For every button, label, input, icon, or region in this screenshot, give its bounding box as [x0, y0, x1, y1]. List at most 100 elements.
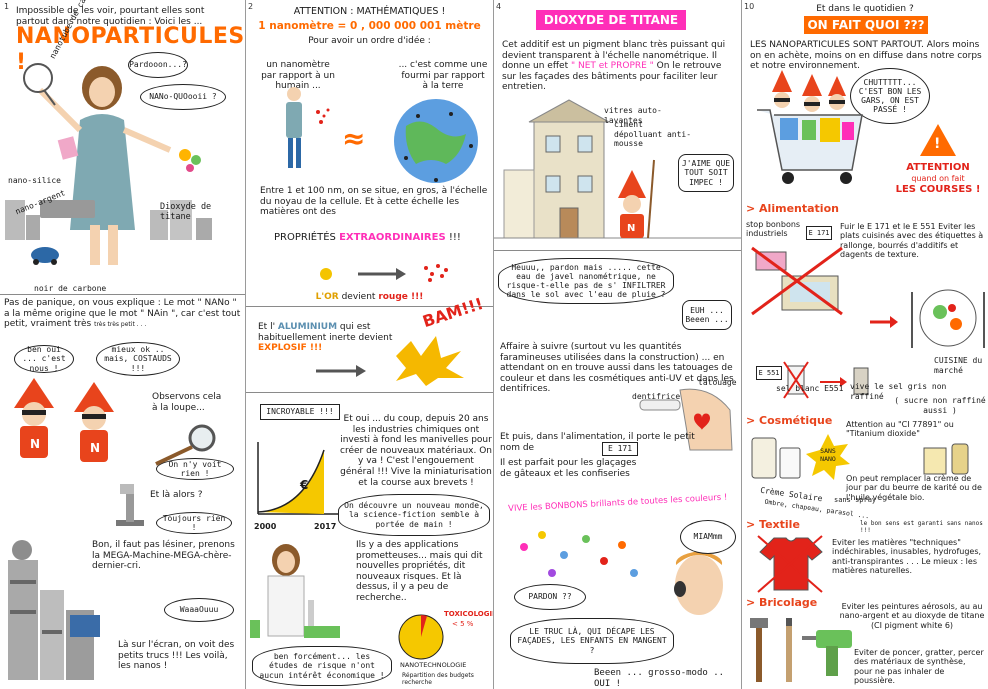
scale-illustration: [286, 87, 478, 183]
bricolage-text: Eviter les peintures aérosols, au au nan…: [839, 602, 985, 630]
incroyable-box: INCROYABLE !!!: [260, 404, 340, 420]
ordre-text: Pour avoir un ordre d'idée :: [308, 36, 431, 46]
label-carbone: noir de carbone: [34, 284, 107, 293]
speech-bubble: LE TRUC LÀ, QUI DÉCAPE LES FAÇADES, LES …: [510, 618, 674, 664]
page-title: NANOPARTICULES !: [16, 24, 245, 75]
gold-illustration: [320, 264, 448, 282]
label-tatouage: tatouage: [698, 378, 737, 387]
nanometre-definition: 1 nanomètre = 0 , 000 000 001 mètre: [258, 20, 481, 32]
pie-caption: Répartition des budgets recherche: [402, 672, 474, 687]
speech-bubble: CHUTTTTT... C'EST BON LES GARS, ON EST P…: [850, 68, 930, 124]
echelle-text: Entre 1 et 100 nm, on se situe, en gros,…: [260, 186, 488, 218]
processed-food-illustration: [751, 246, 843, 316]
svg-text:N: N: [627, 223, 635, 234]
page-4: 4 DIOXYDE DE TITANE Cet additif est un p…: [494, 0, 741, 689]
sans-nano-badge: SANS NANO: [820, 447, 836, 463]
speech-bubble: ben oui ... c'est nous !: [14, 345, 74, 373]
speech-bubble: mieux ok .. mais, COSTAUDS !!!: [96, 342, 180, 376]
warning-title: ATTENTION: [906, 162, 970, 173]
approx-symbol: ≈: [342, 122, 366, 155]
creme-text: On peut remplacer la crème de jour par d…: [846, 474, 982, 502]
stop-bonbons: stop bonbons industriels: [746, 220, 801, 239]
salt-illustration: [783, 361, 869, 399]
plate-illustration: [870, 289, 985, 348]
section-alimentation: > Alimentation: [746, 202, 839, 215]
sel-gris-label: vive le sel gris non raffiné: [850, 382, 947, 401]
speech-bubble: EUH ... Beeen ...: [682, 300, 732, 330]
speech-bubble: ben forcément... les études de risque n'…: [252, 646, 392, 686]
bonbons-slogan: VIVE les BONBONS brillants de toutes les…: [507, 492, 728, 515]
warning-courses: LES COURSES !: [895, 184, 981, 195]
pie-label-nano: NANOTECHNOLOGIE: [400, 661, 467, 669]
industrie-text: Et oui ... du coup, depuis 20 ans les in…: [340, 414, 492, 488]
page-divider: [741, 0, 742, 689]
cuisine-label: CUISINE du marché: [934, 356, 983, 375]
page-10: 10 Et dans le quotidien ? ON FAIT QUOI ?…: [742, 0, 988, 689]
poncer-text: Eviter de poncer, gratter, percer des ma…: [854, 648, 984, 686]
shopping-cart-illustration: [757, 70, 863, 184]
speech-bubble: NANo-QUOooii ?: [140, 84, 226, 110]
warning-mark: !: [934, 136, 941, 152]
or-text: L'OR devient rouge !!!: [315, 292, 424, 302]
parfait-text: Il est parfait pour les glaçages de gâte…: [500, 458, 637, 479]
page-2: 2 ATTENTION : MATHÉMATIQUES ! 1 nanomètr…: [246, 0, 493, 689]
compare-right: ... c'est comme une fourmi par rapport à…: [398, 60, 488, 92]
aluminium-text: Et l' ALUMINIUM qui est habituellement i…: [258, 322, 393, 354]
page-number: 4: [496, 2, 502, 11]
budget-pie-chart: [398, 614, 444, 660]
speech-bubble: WaaaOuuu: [164, 598, 234, 622]
textile-text: Eviter les matières "techniques" indéchi…: [832, 538, 982, 576]
beeen-text: Beeen ... grosso-modo .. OUI !: [594, 668, 725, 689]
titane-text: Cet additif est un pigment blanc très pu…: [502, 40, 726, 93]
label-vitres: vitres auto-lavantes: [604, 106, 662, 125]
euro-symbol: €: [300, 478, 309, 492]
cosmetics-illustration: [751, 434, 850, 480]
sans-spray: sans spray: [834, 496, 877, 504]
pie-label-percent: < 5 %: [452, 620, 474, 628]
page-1: 1 Impossible de les voir, pourtant elles…: [0, 0, 245, 689]
tshirt-illustration: [757, 535, 823, 593]
speech-bubble: On n'y voit rien !: [156, 458, 234, 480]
woman-illustration: [5, 63, 212, 265]
svg-text:N: N: [30, 437, 40, 451]
pie-label-toxico: TOXICOLOGIE: [444, 610, 493, 618]
loupe-text: Observons cela à la loupe...: [152, 392, 222, 413]
label-silice: nano-silice: [8, 176, 61, 185]
intro-text: LES NANOPARTICULES SONT PARTOUT. Alors m…: [750, 40, 982, 72]
intro-text: Impossible de les voir, pourtant elles s…: [16, 6, 205, 27]
page-number: 10: [744, 2, 755, 11]
speech-bubble: Pardooon...?: [128, 52, 188, 78]
warning-icon: [920, 124, 956, 156]
mega-machine-illustration: [8, 540, 100, 680]
page-divider: [245, 0, 246, 689]
scientist-illustration: [250, 544, 340, 638]
speech-bubble: Toujours rien !: [156, 512, 232, 534]
section-textile: > Textile: [746, 518, 800, 531]
section-bricolage: > Bricolage: [746, 596, 818, 609]
e551-tag: E 551: [756, 366, 782, 380]
alors-text: Et là alors ?: [150, 490, 203, 500]
compare-left: un nanomètre par rapport à un humain ...: [261, 60, 335, 92]
natural-products-illustration: [923, 443, 969, 475]
sucre-label: ( sucre non raffiné aussi ): [894, 396, 986, 415]
warning-sub: quand on fait: [911, 174, 965, 183]
year-2000: 2000: [254, 522, 277, 531]
panic-text: Pas de panique, on vous explique : Le mo…: [4, 298, 241, 330]
quotidien-text: Et dans le quotidien ?: [816, 4, 914, 14]
ecran-text: Là sur l'écran, on voit des petits trucs…: [118, 640, 235, 672]
speech-bubble: PARDON ??: [514, 584, 586, 610]
speech-bubble: MIAMmm: [680, 520, 736, 554]
machine-text: Bon, il faut pas lésiner, prenons la MEG…: [92, 540, 235, 572]
year-2017: 2017: [314, 522, 337, 531]
sel-blanc-label: sel blanc E551: [776, 384, 844, 393]
fuir-text: Fuir le E 171 et le E 551 Eviter les pla…: [840, 222, 984, 260]
tools-illustration: [750, 618, 852, 682]
applications-text: Ils y a des applications prometteuses...…: [356, 540, 483, 604]
speech-bubble: Heuuu,, pardon mais ..... cette eau de j…: [498, 258, 674, 304]
section-title: ON FAIT QUOI ???: [804, 16, 928, 34]
microscope-icon: [116, 484, 144, 526]
alim-text: Et puis, dans l'alimentation, il porte l…: [500, 432, 695, 453]
label-titane: Dioxyde de titane: [160, 202, 212, 223]
building-illustration: N: [494, 99, 741, 239]
growth-chart-illustration: [257, 442, 342, 515]
